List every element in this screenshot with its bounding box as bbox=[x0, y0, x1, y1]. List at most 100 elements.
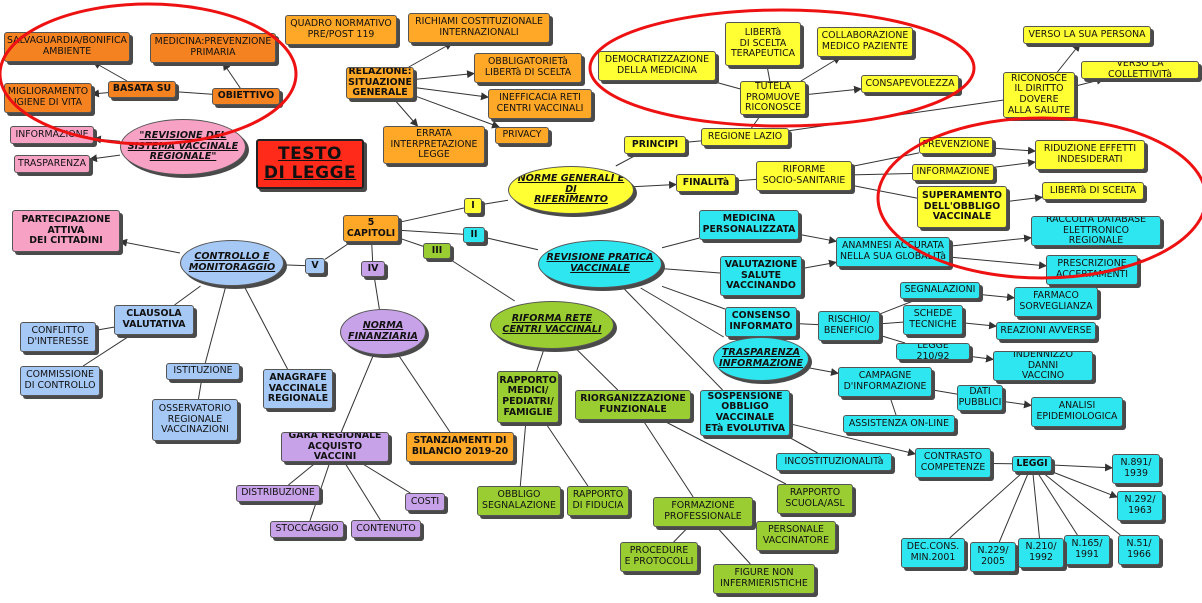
node-distribuzione[interactable]: DISTRIBUZIONE bbox=[236, 485, 320, 502]
node-contrasto[interactable]: CONTRASTO COMPETENZE bbox=[915, 448, 991, 478]
node-miglioramento[interactable]: MIGLIORAMENTO IGIENE DI VITA bbox=[4, 83, 92, 113]
node-contenuto[interactable]: CONTENUTO bbox=[351, 520, 421, 538]
node-inefficacia[interactable]: INEFFICACIA RETI CENTRI VACCINALI bbox=[488, 89, 592, 119]
node-n292[interactable]: N.292/ 1963 bbox=[1117, 491, 1163, 521]
node-farmaco[interactable]: FARMACO SORVEGLIANZA bbox=[1014, 287, 1098, 317]
node-commissione[interactable]: COMMISSIONE DI CONTROLLO bbox=[20, 366, 100, 396]
edge-riforma-rete-riorganizzazione bbox=[575, 348, 619, 391]
node-regione-lazio[interactable]: REGIONE LAZIO bbox=[701, 128, 789, 146]
node-riforme[interactable]: RIFORME SOCIO-SANITARIE bbox=[756, 161, 852, 191]
node-informazione-right[interactable]: INFORMAZIONE bbox=[912, 164, 994, 181]
node-riconosce[interactable]: RICONOSCE IL DIRITTO DOVERE ALLA SALUTE bbox=[1003, 72, 1075, 118]
node-norma-finanziaria[interactable]: NORMA FINANZIARIA bbox=[340, 309, 426, 355]
node-personale[interactable]: PERSONALE VACCINATORE bbox=[756, 521, 836, 551]
node-indennizzo[interactable]: INDENNIZZO DANNI VACCINO bbox=[993, 351, 1093, 381]
node-conflitto[interactable]: CONFLITTO D'INTERESSE bbox=[20, 322, 96, 352]
node-n210[interactable]: N.210/ 1992 bbox=[1018, 538, 1064, 568]
node-figure[interactable]: FIGURE NON INFERMIERISTICHE bbox=[713, 564, 815, 594]
node-stanziamenti[interactable]: STANZIAMENTI DI BILANCIO 2019-20 bbox=[406, 432, 514, 462]
node-medicina-prevenzione[interactable]: MEDICINA:PREVENZIONE PRIMARIA bbox=[150, 33, 276, 63]
node-reazioni[interactable]: REAZIONI AVVERSE bbox=[996, 322, 1096, 340]
node-liberta-scelta-terapeutica[interactable]: LIBERTà DI SCELTA TERAPEUTICA bbox=[725, 22, 801, 66]
node-campagne[interactable]: CAMPAGNE D'INFORMAZIONE bbox=[838, 367, 932, 397]
node-analisi[interactable]: ANALISI EPIDEMIOLOGICA bbox=[1031, 397, 1123, 427]
node-istituzione[interactable]: ISTITUZIONE bbox=[166, 363, 240, 380]
node-consapevolezza[interactable]: CONSAPEVOLEZZA bbox=[861, 75, 959, 93]
edge-regione-lazio-tutela bbox=[751, 114, 762, 129]
node-prescrizione[interactable]: PRESCRIZIONE ACCERTAMENTI bbox=[1046, 255, 1138, 285]
node-informazione-left[interactable]: INFORMAZIONE bbox=[10, 126, 94, 144]
node-dec-cons[interactable]: DEC.CONS. MIN.2001 bbox=[901, 538, 965, 568]
node-anagrafe[interactable]: ANAGRAFE VACCINALE REGIONALE bbox=[263, 369, 333, 409]
node-testo-di-legge[interactable]: TESTO DI LEGGE bbox=[256, 139, 364, 189]
node-revisione-pratica[interactable]: REVISIONE PRATICA VACCINALE bbox=[538, 240, 662, 288]
edge-gara-costi bbox=[359, 461, 411, 494]
node-assistenza[interactable]: ASSISTENZA ON-LINE bbox=[843, 415, 955, 433]
node-collaborazione[interactable]: COLLABORAZIONE MEDICO PAZIENTE bbox=[817, 27, 913, 57]
node-consenso[interactable]: CONSENSO INFORMATO bbox=[725, 307, 797, 337]
node-procedure[interactable]: PROCEDURE E PROTOCOLLI bbox=[620, 542, 698, 572]
node-riduzione[interactable]: RIDUZIONE EFFETTI INDESIDERATI bbox=[1035, 140, 1145, 170]
node-revisione-sistema[interactable]: "REVISIONE DEL SISTEMA VACCINALE REGIONA… bbox=[120, 119, 246, 175]
node-riforma-rete[interactable]: RIFORMA RETE CENTRI VACCINALI bbox=[490, 301, 614, 349]
node-capitolo-iii[interactable]: III bbox=[423, 243, 451, 259]
node-obbligatorieta[interactable]: OBBLIGATORIETà LIBERTà DI SCELTA bbox=[474, 53, 582, 83]
node-superamento[interactable]: SUPERAMENTO DELL'OBBLIGO VACCINALE bbox=[917, 186, 1007, 228]
node-n165[interactable]: N.165/ 1991 bbox=[1064, 535, 1110, 565]
node-errata[interactable]: ERRATA INTERPRETAZIONE LEGGE bbox=[383, 126, 485, 164]
node-stoccaggio[interactable]: STOCCAGGIO bbox=[270, 521, 344, 538]
node-dati-pubblici[interactable]: DATI PUBBLICI bbox=[957, 385, 1003, 411]
node-norme-generali[interactable]: NORME GENERALI E DI RIFERIMENTO bbox=[508, 166, 634, 214]
node-finalita[interactable]: FINALITà bbox=[676, 174, 736, 192]
node-leggi[interactable]: LEGGI bbox=[1012, 456, 1052, 472]
node-capitolo-v[interactable]: V bbox=[305, 258, 325, 274]
node-rapporto-medici[interactable]: RAPPORTO MEDICI/ PEDIATRI/ FAMIGLIE bbox=[497, 371, 559, 423]
node-quadro-normativo[interactable]: QUADRO NORMATIVO PRE/POST 119 bbox=[285, 15, 397, 45]
node-clausola[interactable]: CLAUSOLA VALUTATIVA bbox=[114, 305, 194, 335]
node-basata-su[interactable]: BASATA SU bbox=[108, 81, 176, 98]
node-rapporto-scuola[interactable]: RAPPORTO SCUOLA/ASL bbox=[777, 484, 853, 514]
node-richiami[interactable]: RICHIAMI COSTITUZIONALE INTERNAZIONALI bbox=[408, 13, 550, 43]
node-gara[interactable]: GARA REGIONALE ACQUISTO VACCINI bbox=[281, 432, 389, 462]
node-osservatorio[interactable]: OSSERVATORIO REGIONALE VACCINAZIONI bbox=[152, 399, 238, 441]
edge-tutela-liberta-scelta-terapeutica bbox=[766, 65, 771, 82]
node-raccolta[interactable]: RACCOLTA DATABASE ELETTRONICO REGIONALE bbox=[1031, 216, 1161, 246]
node-verso-collettivita[interactable]: VERSO LA COLLETTIVITà bbox=[1081, 61, 1199, 79]
node-controllo-monitoraggio[interactable]: CONTROLLO E MONITORAGGIO bbox=[180, 240, 284, 286]
node-democratizzazione[interactable]: DEMOCRATIZZAZIONE DELLA MEDICINA bbox=[598, 51, 716, 81]
node-relazione[interactable]: RELAZIONE: SITUAZIONE GENERALE bbox=[346, 67, 414, 99]
node-verso-persona[interactable]: VERSO LA SUA PERSONA bbox=[1023, 26, 1151, 44]
node-n891[interactable]: N.891/ 1939 bbox=[1112, 454, 1160, 484]
node-medicina-personalizzata[interactable]: MEDICINA PERSONALIZZATA bbox=[699, 210, 799, 240]
node-principi[interactable]: PRINCIPI bbox=[624, 136, 686, 154]
node-costi[interactable]: COSTI bbox=[405, 493, 445, 511]
node-trasparenza-informazione[interactable]: TRASPARENZA INFORMAZIONE bbox=[713, 337, 809, 381]
node-privacy[interactable]: PRIVACY bbox=[495, 127, 549, 144]
node-capitolo-iv[interactable]: IV bbox=[361, 261, 385, 277]
node-n229[interactable]: N.229/ 2005 bbox=[970, 542, 1016, 572]
node-valutazione[interactable]: VALUTAZIONE SALUTE VACCINANDO bbox=[720, 256, 802, 296]
node-anamnesi[interactable]: ANAMNESI ACCURATA NELLA SUA GLOBALITà bbox=[836, 237, 950, 267]
node-liberta-scelta[interactable]: LIBERTà DI SCELTA bbox=[1042, 182, 1144, 200]
node-sospensione[interactable]: SOSPENSIONE OBBLIGO VACCINALE ETà EVOLUT… bbox=[700, 390, 790, 436]
node-capitolo-i[interactable]: I bbox=[464, 198, 482, 214]
node-cinque-capitoli[interactable]: 5 CAPITOLI bbox=[343, 215, 399, 242]
node-n51[interactable]: N.51/ 1966 bbox=[1118, 535, 1160, 565]
node-partecipazione[interactable]: PARTECIPAZIONE ATTIVA DEI CITTADINI bbox=[12, 210, 120, 252]
node-obiettivo[interactable]: OBIETTIVO bbox=[212, 88, 280, 105]
node-incostituzionalita[interactable]: INCOSTITUZIONALITà bbox=[776, 453, 892, 471]
node-salvaguardia[interactable]: SALVAGUARDIA/BONIFICA AMBIENTE bbox=[4, 32, 130, 62]
node-prevenzione[interactable]: PREVENZIONE bbox=[919, 137, 993, 154]
node-capitolo-ii[interactable]: II bbox=[463, 227, 485, 243]
edge-formazione-procedure bbox=[673, 526, 689, 543]
node-rapporto-fiducia[interactable]: RAPPORTO DI FIDUCIA bbox=[567, 486, 629, 516]
node-formazione[interactable]: FORMAZIONE PROFESSIONALE bbox=[653, 497, 753, 527]
node-segnalazioni[interactable]: SEGNALAZIONI bbox=[900, 282, 980, 299]
node-trasparenza-left[interactable]: TRASPARENZA bbox=[14, 155, 90, 173]
node-riorganizzazione[interactable]: RIORGANIZZAZIONE FUNZIONALE bbox=[575, 390, 691, 420]
node-legge-210[interactable]: LEGGE 210/92 bbox=[896, 343, 970, 360]
node-obbligo-segnalazione[interactable]: OBBLIGO SEGNALAZIONE bbox=[477, 486, 561, 516]
node-tutela[interactable]: TUTELA PROMUOVE RICONOSCE bbox=[740, 81, 806, 115]
node-rischio[interactable]: RISCHIO/ BENEFICIO bbox=[818, 311, 880, 341]
node-schede[interactable]: SCHEDE TECNICHE bbox=[903, 305, 963, 335]
